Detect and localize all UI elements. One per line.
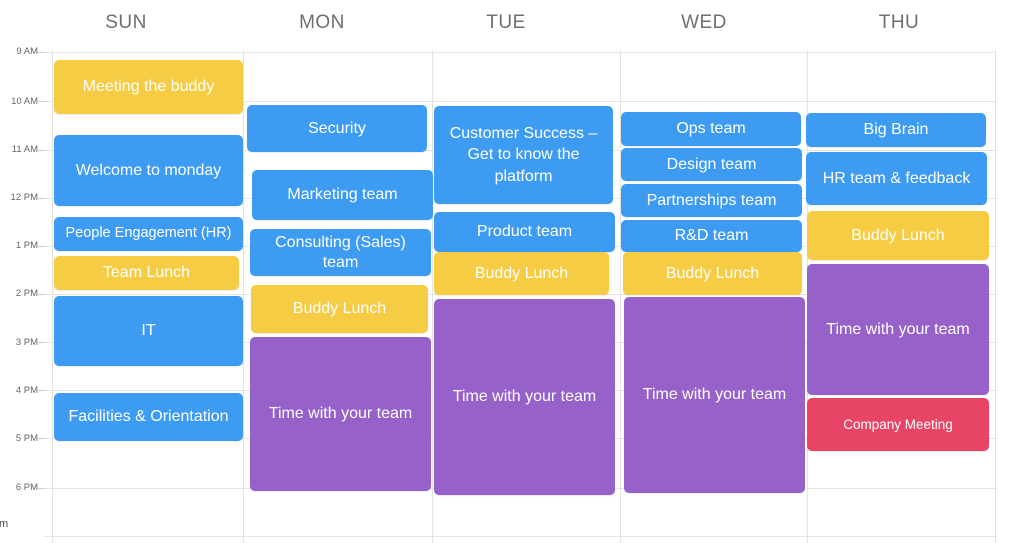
time-label-5pm: 5 PM bbox=[15, 433, 38, 444]
day-header-tue: TUE bbox=[486, 12, 526, 33]
hour-line bbox=[45, 101, 995, 102]
event-time-with-team-tue[interactable]: Time with your team bbox=[434, 299, 615, 495]
hour-tick bbox=[38, 438, 46, 439]
time-label-1pm: 1 PM bbox=[15, 240, 38, 251]
event-people-engagement-hr[interactable]: People Engagement (HR) bbox=[54, 217, 243, 251]
event-label: Time with your team bbox=[452, 388, 597, 406]
event-it[interactable]: IT bbox=[54, 296, 243, 366]
hour-tick bbox=[38, 198, 46, 199]
event-label: Company Meeting bbox=[843, 416, 953, 432]
event-label: Time with your team bbox=[268, 405, 413, 423]
event-label: Marketing team bbox=[287, 186, 398, 204]
event-label: Consulting (Sales) team bbox=[275, 234, 406, 271]
event-label: Time with your team bbox=[642, 386, 787, 404]
event-buddy-lunch-wed[interactable]: Buddy Lunch bbox=[623, 252, 802, 295]
event-label: People Engagement (HR) bbox=[65, 225, 232, 242]
event-time-with-team-mon[interactable]: Time with your team bbox=[250, 337, 431, 491]
hour-tick bbox=[38, 488, 46, 489]
day-divider bbox=[432, 50, 433, 543]
event-label: Product team bbox=[476, 223, 573, 241]
event-label: Big Brain bbox=[863, 121, 929, 139]
event-label: Facilities & Orientation bbox=[68, 408, 229, 426]
event-buddy-lunch-thu[interactable]: Buddy Lunch bbox=[807, 211, 989, 260]
event-label: Customer Success – Get to know the platf… bbox=[449, 125, 598, 185]
event-marketing-team[interactable]: Marketing team bbox=[252, 170, 433, 220]
hour-line bbox=[45, 536, 995, 537]
event-label: R&D team bbox=[674, 227, 749, 245]
event-label: Meeting the buddy bbox=[82, 78, 215, 96]
event-label: Buddy Lunch bbox=[851, 226, 945, 244]
event-company-meeting[interactable]: Company Meeting bbox=[807, 398, 989, 451]
day-divider bbox=[995, 50, 996, 543]
hour-tick bbox=[38, 390, 46, 391]
event-label: Security bbox=[308, 119, 366, 137]
time-label-4pm: 4 PM bbox=[15, 385, 38, 396]
event-label: IT bbox=[141, 322, 156, 340]
day-header-mon: MON bbox=[299, 12, 345, 33]
event-facilities-orientation[interactable]: Facilities & Orientation bbox=[54, 393, 243, 441]
time-label-12pm: 12 PM bbox=[10, 192, 38, 203]
event-team-lunch[interactable]: Team Lunch bbox=[54, 256, 239, 290]
event-buddy-lunch-mon[interactable]: Buddy Lunch bbox=[251, 285, 428, 333]
event-hr-team-feedback[interactable]: HR team & feedback bbox=[806, 152, 987, 205]
event-ops-team[interactable]: Ops team bbox=[621, 112, 801, 146]
event-design-team[interactable]: Design team bbox=[621, 148, 802, 181]
event-big-brain[interactable]: Big Brain bbox=[806, 113, 986, 147]
event-label: Team Lunch bbox=[102, 264, 191, 282]
event-buddy-lunch-tue[interactable]: Buddy Lunch bbox=[434, 252, 609, 295]
event-label: Welcome to monday bbox=[75, 161, 222, 179]
event-label: Partnerships team bbox=[646, 191, 777, 209]
time-label-2pm: 2 PM bbox=[15, 288, 38, 299]
hour-tick bbox=[38, 294, 46, 295]
event-rd-team[interactable]: R&D team bbox=[621, 220, 802, 252]
event-label: HR team & feedback bbox=[822, 169, 971, 187]
time-label-10am: 10 AM bbox=[11, 96, 38, 107]
event-label: Buddy Lunch bbox=[292, 300, 387, 318]
time-label-3pm: 3 PM bbox=[15, 337, 38, 348]
event-time-with-team-wed[interactable]: Time with your team bbox=[624, 297, 805, 493]
hour-tick bbox=[38, 342, 46, 343]
hour-tick bbox=[38, 52, 46, 53]
event-security[interactable]: Security bbox=[247, 105, 427, 152]
time-label-6pm: 6 PM bbox=[15, 482, 38, 493]
event-label: Time with your team bbox=[826, 320, 970, 338]
event-consulting-sales-team[interactable]: Consulting (Sales) team bbox=[250, 229, 431, 276]
event-partnerships-team[interactable]: Partnerships team bbox=[621, 184, 802, 217]
hour-line bbox=[45, 52, 995, 53]
day-header-sun: SUN bbox=[105, 12, 147, 33]
day-header-wed: WED bbox=[681, 12, 727, 33]
event-time-with-team-thu[interactable]: Time with your team bbox=[807, 264, 989, 395]
edge-text: m bbox=[0, 518, 9, 530]
day-divider bbox=[243, 50, 244, 543]
event-label: Buddy Lunch bbox=[665, 264, 760, 282]
day-divider bbox=[620, 50, 621, 543]
hour-tick bbox=[38, 150, 46, 151]
event-meeting-the-buddy[interactable]: Meeting the buddy bbox=[54, 60, 243, 114]
event-customer-success[interactable]: Customer Success – Get to know the platf… bbox=[434, 106, 613, 204]
time-label-9am: 9 AM bbox=[16, 46, 38, 57]
event-label: Buddy Lunch bbox=[474, 264, 569, 282]
time-label-11am: 11 AM bbox=[11, 144, 38, 155]
hour-tick bbox=[38, 101, 46, 102]
event-welcome-to-monday[interactable]: Welcome to monday bbox=[54, 135, 243, 206]
day-divider bbox=[52, 50, 53, 543]
event-product-team[interactable]: Product team bbox=[434, 212, 615, 252]
event-label: Design team bbox=[666, 155, 757, 173]
event-label: Ops team bbox=[676, 120, 746, 138]
hour-tick bbox=[38, 246, 46, 247]
day-header-thu: THU bbox=[878, 12, 920, 33]
